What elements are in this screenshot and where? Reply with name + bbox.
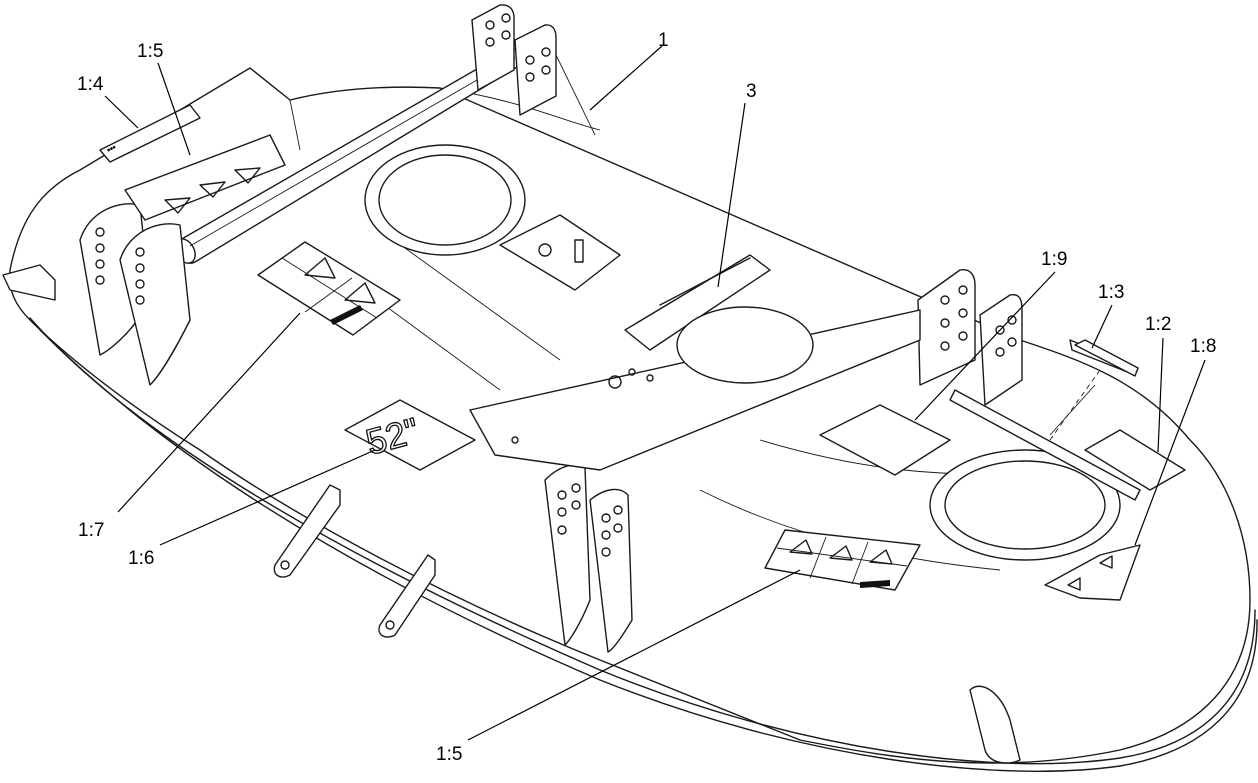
decal-1-7 (257, 241, 401, 336)
decal-1-6: 52" (344, 399, 476, 471)
callout-1-2: 1:2 (1145, 314, 1171, 335)
decal-1-8 (1044, 544, 1141, 601)
top-mount-brackets (471, 4, 596, 136)
svg-text:■■■: ■■■ (106, 144, 117, 153)
callout-1-6: 1:6 (128, 548, 154, 569)
callout-1: 1 (658, 30, 669, 51)
callout-1-7: 1:7 (78, 520, 104, 541)
callout-1-4: 1:4 (77, 74, 104, 95)
callout-3: 3 (746, 81, 757, 102)
callout-1-5-bottom: 1:5 (436, 744, 462, 765)
spindle-openings (364, 144, 1121, 561)
decal-1-5-bottom (764, 529, 921, 591)
callout-labels: 1 3 1:4 1:5 1:9 1:3 1:2 1:8 1:7 1:6 1:5 (77, 30, 1216, 765)
decal-1-5-top (124, 134, 286, 221)
deflector-tabs (2, 264, 1021, 764)
right-mount-brackets (917, 268, 1023, 406)
callout-1-3: 1:3 (1098, 282, 1124, 303)
leader-lines (104, 45, 1206, 741)
decal-1-9 (819, 404, 951, 476)
decal-1-3 (1074, 339, 1139, 377)
decal-1-2 (1084, 429, 1186, 491)
front-mount-brackets (544, 464, 633, 653)
callout-1-9: 1:9 (1041, 249, 1067, 270)
callout-1-5-top: 1:5 (137, 41, 163, 62)
callout-1-8: 1:8 (1190, 336, 1216, 357)
left-mount-brackets (79, 203, 191, 386)
decal-1-4: ■■■ (99, 104, 201, 163)
